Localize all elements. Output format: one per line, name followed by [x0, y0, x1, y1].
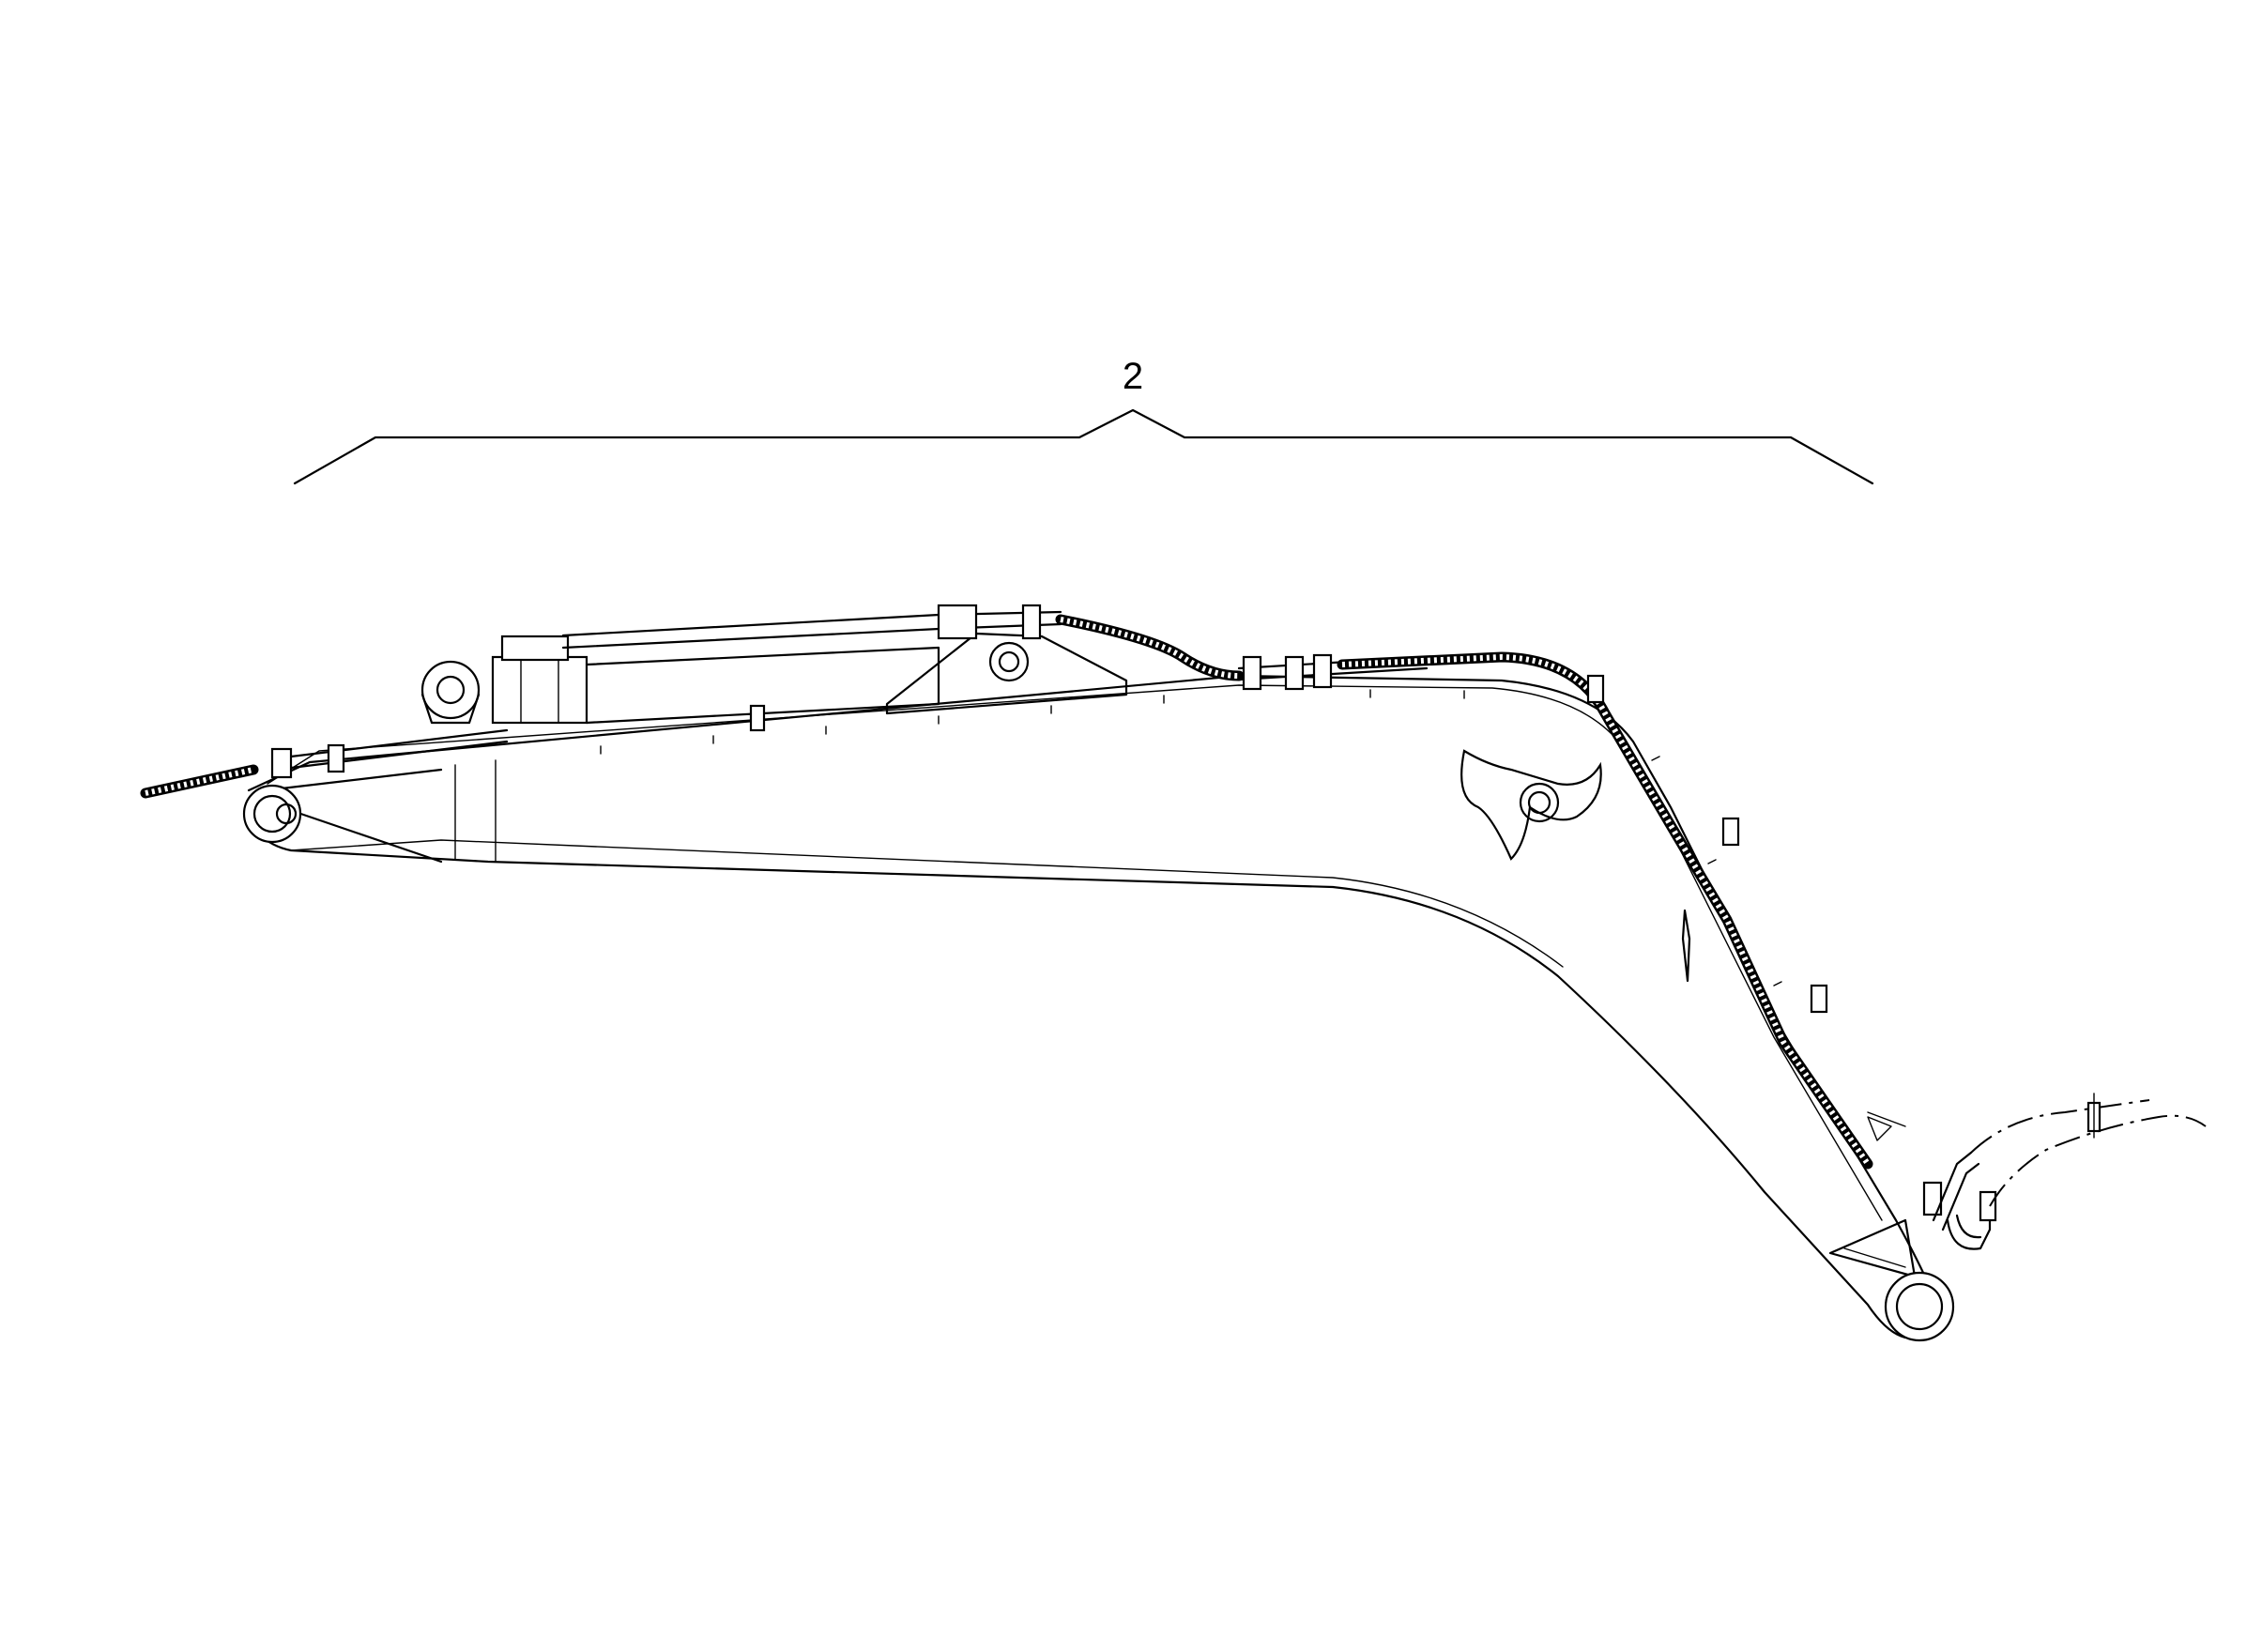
steel-pipes: [270, 604, 1429, 779]
braided-hoses: [140, 614, 1873, 1170]
hose-clamps: [1586, 674, 1943, 1216]
callout-bracket: [293, 408, 1874, 485]
hydraulic-cylinder: [420, 635, 940, 725]
boom-details: [600, 689, 1892, 1141]
callout-label: 2: [1123, 356, 1143, 397]
end-fittings: [1932, 1093, 2207, 1250]
heel-pin: [1884, 1271, 1955, 1342]
front-pin: [242, 784, 302, 844]
boom-body: [247, 674, 1935, 1339]
cylinder-mount-bracket: [1460, 749, 1602, 861]
